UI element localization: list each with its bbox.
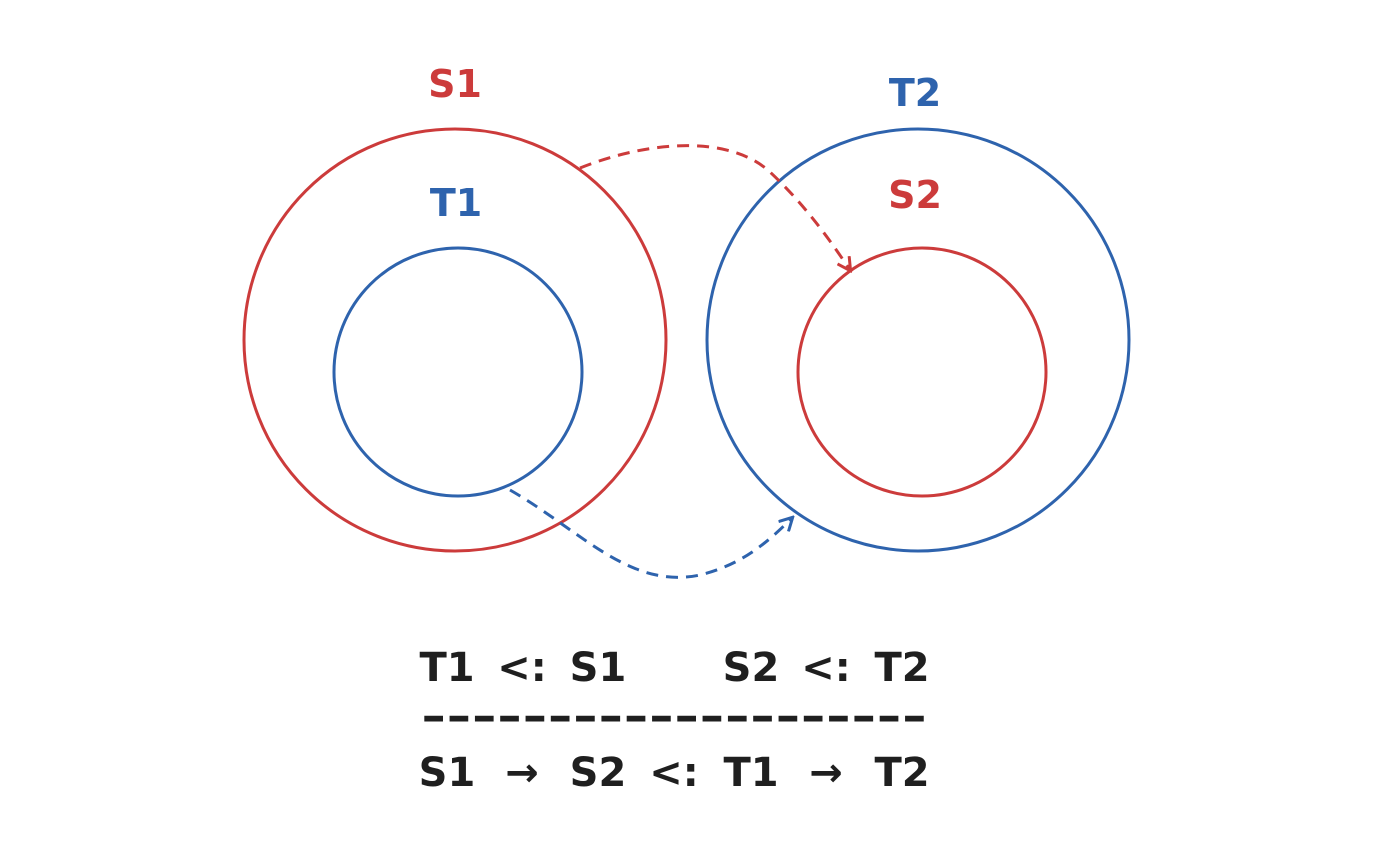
premise-right-sup: T2 (874, 645, 929, 691)
conclusion-left-domain: S1 (419, 750, 476, 796)
t1-to-t2-dashed-arrow (509, 488, 792, 579)
premise-left-sup: S1 (570, 645, 627, 691)
conclusion-left-codomain: S2 (570, 750, 627, 796)
s1-label: S1 (428, 62, 482, 106)
t1-inner-circle (332, 246, 584, 498)
conclusion-right-codomain: T2 (874, 750, 929, 796)
conclusion-op: <: (649, 750, 699, 796)
t1-label: T1 (430, 181, 482, 225)
premise-right-op: <: (801, 645, 851, 691)
premise-right-sub: S2 (723, 645, 780, 691)
s2-label: S2 (888, 173, 942, 217)
t2-outer-circle (705, 127, 1131, 553)
t2-label: T2 (889, 71, 941, 115)
premise-left-sub: T1 (419, 645, 474, 691)
conclusion-left-arrow: → (505, 750, 539, 796)
conclusion-right-domain: T1 (723, 750, 778, 796)
conclusion-right-arrow: → (809, 750, 843, 796)
premise-left-op: <: (497, 645, 547, 691)
rule-separator: -------------------- (421, 694, 927, 740)
s2-inner-circle (796, 246, 1048, 498)
s1-outer-circle (242, 127, 668, 553)
s1-to-s2-dashed-arrow (579, 144, 850, 270)
